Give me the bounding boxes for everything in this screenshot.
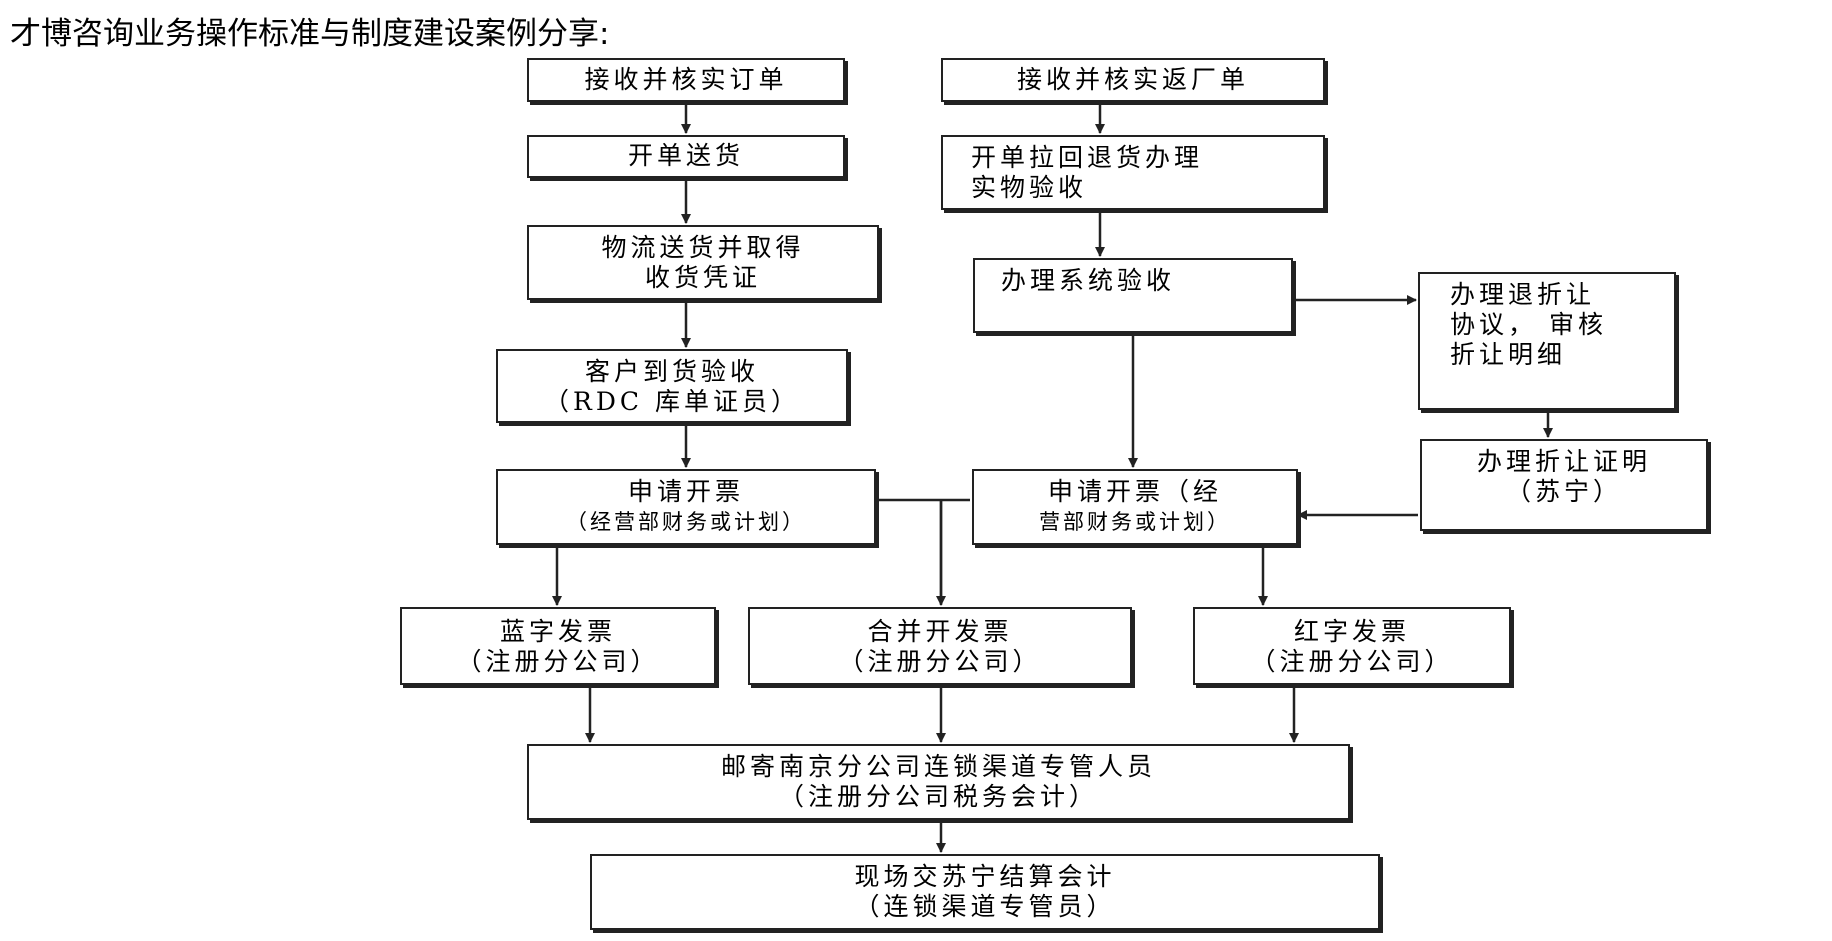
node-discount-certificate: 办理折让证明 （苏宁） [1420,439,1708,531]
node-red-invoice: 红字发票 （注册分公司） [1193,607,1511,685]
node-return-goods-line-1: 开单拉回退货办理 [971,143,1204,172]
node-logistics-line-1: 物流送货并取得 [601,233,805,262]
node-settlement: 现场交苏宁结算会计 （连锁渠道专管员） [590,854,1380,930]
node-merged-invoice-line-1: 合并开发票 [867,617,1013,646]
node-return-goods-line-2: 实物验收 [971,173,1088,202]
node-receive-return-text: 接收并核实返厂单 [1016,65,1249,94]
node-apply-invoice-left-line-2: （经营部财务或计划） [566,510,806,534]
node-merged-invoice: 合并开发票 （注册分公司） [748,607,1132,685]
node-logistics: 物流送货并取得 收货凭证 [527,225,879,300]
node-apply-invoice-left: 申请开票 （经营部财务或计划） [496,469,876,545]
node-apply-invoice-right-line-2: 营部财务或计划） [1039,510,1231,534]
node-settlement-line-1: 现场交苏宁结算会计 [854,862,1116,891]
node-apply-invoice-left-line-1: 申请开票 [627,477,744,506]
page-title: 才博咨询业务操作标准与制度建设案例分享: [10,16,610,52]
node-apply-invoice-right-line-1: 申请开票（经 [1047,477,1222,506]
node-logistics-line-2: 收货凭证 [644,263,761,292]
node-receive-order: 接收并核实订单 [527,58,845,102]
node-discount-agreement-line-2: 协议， 审核 [1450,310,1607,339]
node-red-invoice-line-2: （注册分公司） [1250,647,1454,676]
node-customer-acceptance-line-1: 客户到货验收 [584,357,759,386]
node-mail-nanjing-line-1: 邮寄南京分公司连锁渠道专管人员 [720,752,1156,781]
node-discount-agreement: 办理退折让 协议， 审核 折让明细 [1418,272,1676,410]
node-customer-acceptance-line-2: （RDC 库单证员） [544,387,800,416]
node-discount-agreement-line-1: 办理退折让 [1450,280,1596,309]
node-blue-invoice-line-2: （注册分公司） [456,647,660,676]
node-merged-invoice-line-2: （注册分公司） [838,647,1042,676]
node-return-goods: 开单拉回退货办理 实物验收 [941,135,1325,210]
node-system-acceptance-text: 办理系统验收 [1001,266,1176,295]
node-discount-certificate-line-2: （苏宁） [1505,477,1622,506]
node-red-invoice-line-1: 红字发票 [1293,617,1410,646]
node-apply-invoice-right: 申请开票（经 营部财务或计划） [972,469,1298,545]
node-settlement-line-2: （连锁渠道专管员） [854,892,1116,921]
node-system-acceptance: 办理系统验收 [973,258,1293,333]
node-issue-delivery: 开单送货 [527,135,845,178]
node-discount-certificate-line-1: 办理折让证明 [1476,447,1651,476]
node-mail-nanjing-line-2: （注册分公司税务会计） [778,782,1098,811]
node-mail-nanjing: 邮寄南京分公司连锁渠道专管人员 （注册分公司税务会计） [527,744,1350,820]
node-blue-invoice: 蓝字发票 （注册分公司） [400,607,716,685]
node-receive-return: 接收并核实返厂单 [941,58,1325,102]
node-discount-agreement-line-3: 折让明细 [1450,340,1567,369]
node-blue-invoice-line-1: 蓝字发票 [499,617,616,646]
node-customer-acceptance: 客户到货验收 （RDC 库单证员） [496,349,848,423]
node-issue-delivery-text: 开单送货 [627,141,744,170]
node-receive-order-text: 接收并核实订单 [584,65,788,94]
